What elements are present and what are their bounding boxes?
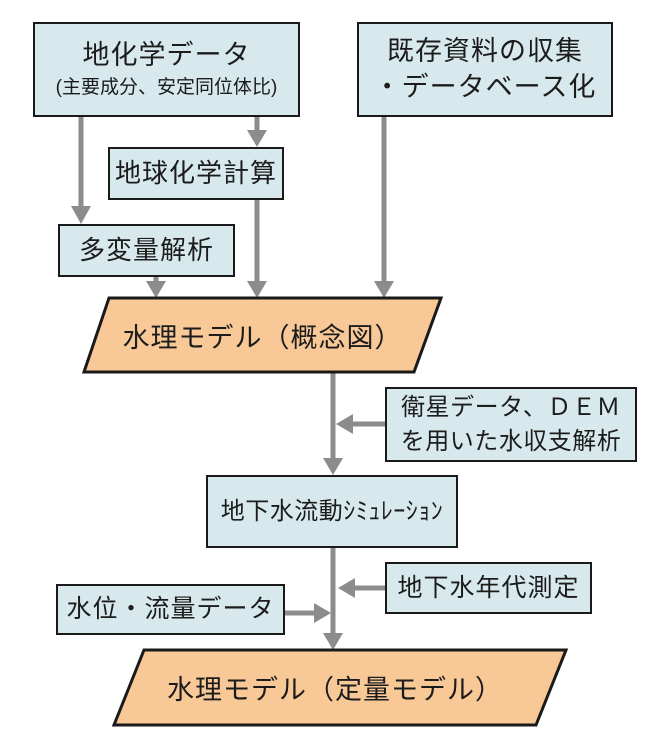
node-satellite-dem-line2: を用いた水収支解析 bbox=[400, 427, 622, 455]
arrowhead-waterlevel-to-spine bbox=[314, 603, 331, 623]
arrowhead-geochem-to-calc bbox=[247, 130, 267, 147]
arrowhead-docs-to-conceptual bbox=[374, 281, 394, 298]
node-satellite-dem-line1: 衛星データ、ＤＥＭ bbox=[401, 393, 621, 421]
node-gw-age: 地下水年代測定 bbox=[385, 562, 592, 614]
arrowhead-satellite-to-spine bbox=[336, 414, 353, 434]
quantitative-model-label: 水理モデル（定量モデル） bbox=[167, 675, 503, 705]
arrowhead-age-to-spine bbox=[338, 578, 355, 598]
node-gw-flow-sim: 地下水流動ｼﾐｭﾚｰｼｮﾝ bbox=[206, 475, 458, 548]
arrowhead-flowsim-to-quantitative bbox=[323, 633, 343, 650]
node-existing-docs-line1: 既存資料の収集 bbox=[387, 36, 583, 67]
node-existing-docs-line2: ・データベース化 bbox=[373, 71, 597, 102]
arrowhead-multivariate-to-conceptual bbox=[146, 281, 166, 298]
node-water-level: 水位・流量データ bbox=[56, 584, 285, 635]
node-geochem-data: 地化学データ (主要成分、安定同位体比) bbox=[33, 22, 300, 117]
node-water-level-label: 水位・流量データ bbox=[66, 595, 275, 624]
node-gw-flow-sim-label: 地下水流動ｼﾐｭﾚｰｼｮﾝ bbox=[220, 497, 444, 525]
node-geochem-calc-label: 地球化学計算 bbox=[114, 157, 277, 188]
node-satellite-dem: 衛星データ、ＤＥＭ を用いた水収支解析 bbox=[385, 387, 637, 462]
arrowhead-conceptual-to-flowsim bbox=[323, 458, 343, 475]
conceptual-model-label: 水理モデル（概念図） bbox=[122, 322, 403, 353]
arrowhead-geochem-to-multivariate bbox=[71, 206, 91, 224]
node-geochem-calc: 地球化学計算 bbox=[108, 147, 284, 200]
node-geochem-data-title: 地化学データ bbox=[82, 40, 251, 71]
arrowhead-calc-to-conceptual bbox=[247, 281, 267, 298]
node-multivariate-label: 多変量解析 bbox=[78, 234, 214, 265]
node-multivariate: 多変量解析 bbox=[58, 224, 235, 277]
node-gw-age-label: 地下水年代測定 bbox=[397, 573, 580, 602]
node-existing-docs: 既存資料の収集 ・データベース化 bbox=[357, 22, 613, 117]
node-geochem-data-subtitle: (主要成分、安定同位体比) bbox=[55, 77, 278, 99]
